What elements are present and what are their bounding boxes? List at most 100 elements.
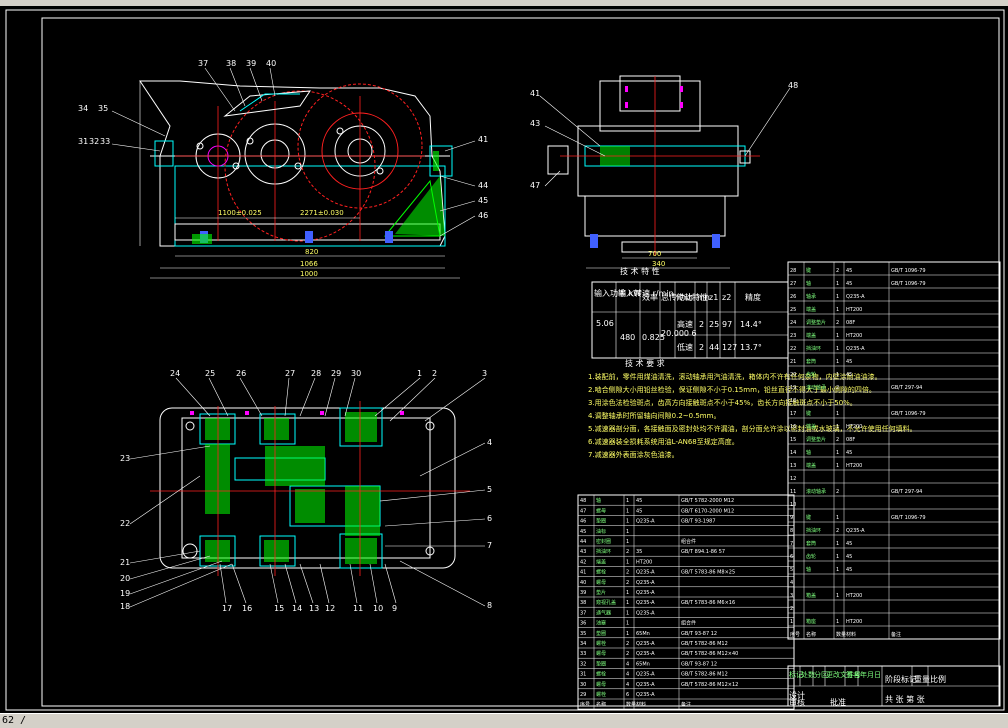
bom-cell: 35	[636, 549, 642, 555]
bom-cell: 端盖	[806, 332, 816, 339]
req-line-6: 6.减速器装全损耗系统用油L-AN68至规定高度。	[588, 437, 739, 446]
bom-cell: GB/T 1096-79	[891, 268, 926, 274]
balloon-43: 43	[530, 119, 540, 128]
bom-cell: 14	[790, 450, 796, 456]
bom-cell: 1	[836, 463, 839, 469]
bom-cell: 45	[580, 529, 586, 535]
bom-cell: 38	[580, 600, 586, 606]
bom-cell: 箱盖	[806, 592, 816, 599]
balloon-10: 10	[373, 604, 383, 613]
bom-cell: 1	[626, 590, 629, 596]
tt-h3: 总传动比	[661, 292, 693, 302]
tt-h6: z1	[709, 293, 718, 302]
bom-cell: 滚动轴承	[806, 488, 826, 495]
svg-text:97: 97	[722, 320, 732, 329]
balloon-45: 45	[478, 196, 488, 205]
command-bar[interactable]: 62 /	[0, 713, 1008, 728]
bom-cell: GB/T 5782-86 M12	[681, 672, 728, 678]
balloon-16: 16	[242, 604, 252, 613]
bom-cell: 齿轮	[806, 371, 816, 378]
balloon-37: 37	[198, 59, 208, 68]
bom-cell: 螺母	[596, 507, 606, 514]
bom-cell: 40	[580, 580, 586, 586]
bom-cell: Q235-A	[636, 580, 655, 586]
balloon-34: 34	[78, 104, 88, 113]
balloon-13: 13	[309, 604, 319, 613]
tt-row-low: 低速 2 44 127 13.7°	[677, 342, 762, 352]
bom-frame	[577, 494, 795, 710]
bom-cell: 18	[790, 398, 796, 404]
bom-cell: 螺栓	[596, 569, 606, 576]
balloon-33: 33	[100, 137, 110, 146]
bom-cell: 滚动轴承	[806, 384, 826, 391]
bom-cell: 17	[790, 411, 796, 417]
bom-header-cell: 数量	[836, 631, 846, 638]
bom-cell: 6	[626, 692, 629, 698]
bom-cell: 1	[626, 529, 629, 535]
bom-cell: 1	[626, 498, 629, 504]
bom-cell: 2	[626, 549, 629, 555]
bom-cell: 12	[790, 476, 796, 482]
balloon-22: 22	[120, 519, 130, 528]
bom-cell: 29	[580, 692, 586, 698]
command-line-text[interactable]: 62 /	[2, 715, 27, 726]
balloon-17: 17	[222, 604, 232, 613]
bom-cell: 4	[626, 682, 629, 688]
bom-cell: 组合件	[681, 620, 696, 627]
tt-h1: 输入转速 r/min	[618, 288, 674, 298]
bom-cell: 43	[580, 549, 586, 555]
bom-cell: 2	[626, 570, 629, 576]
bom-cell: 垫圈	[596, 518, 606, 525]
balloon-20: 20	[120, 574, 130, 583]
bom-cell: 螺母	[596, 579, 606, 586]
bom-cell: 08F	[846, 320, 855, 326]
bom-cell: 1	[626, 621, 629, 627]
tt-row-high: 高速 2 25 97 14.4°	[677, 319, 762, 329]
bom-cell: GB/T 5783-86 M6×16	[681, 600, 735, 606]
svg-text:44: 44	[709, 343, 719, 352]
bom-cell: 15	[790, 437, 796, 443]
tb-design: 设计	[789, 690, 805, 700]
bom-cell: Q235-A	[636, 600, 655, 606]
bom-cell: 1	[836, 372, 839, 378]
bom-cell: 2	[836, 528, 839, 534]
bom-cell: GB/T 5782-2000 M12	[681, 498, 734, 504]
bom-cell: 31	[580, 672, 586, 678]
bom-cell: GB/T 1096-79	[891, 281, 926, 287]
side-dim-2: 340	[652, 260, 665, 268]
bom-cell: 套筒	[806, 358, 816, 365]
bom-cell: 1	[836, 424, 839, 430]
front-dim-1: 1100±0.025	[218, 209, 262, 217]
bom-cell: 19	[790, 385, 796, 391]
balloon-15: 15	[274, 604, 284, 613]
tt-h7: z2	[722, 293, 731, 302]
bom-cell: 1	[626, 559, 629, 565]
bom-cell: 45	[636, 508, 642, 514]
bom-cell: GB/T 93-87 12	[681, 661, 717, 667]
svg-text:13.7°: 13.7°	[740, 343, 762, 352]
bom-cell: 通气器	[596, 609, 611, 616]
bom-cell: 16	[790, 424, 796, 430]
bom-cell: 4	[626, 661, 629, 667]
balloon-9: 9	[392, 604, 397, 613]
bom-cell: 32	[580, 661, 586, 667]
bom-cell: 1	[836, 554, 839, 560]
bom-header-cell: 备注	[891, 631, 901, 638]
cad-drawing[interactable]: 1100±0.025 2271±0.030 820 1066 1000 37 3…	[0, 6, 1008, 713]
balloon-47: 47	[530, 181, 540, 190]
bom-cell: Q235-A	[636, 651, 655, 657]
bom-cell: Q235-A	[846, 294, 865, 300]
bom-cell: GB/T 894.1-86 57	[681, 549, 725, 555]
bom-cell: 垫圈	[596, 630, 606, 637]
tb-label-4: 签名	[846, 670, 860, 679]
bom-cell: 轴承	[806, 293, 816, 300]
tt-speed: 480	[620, 333, 635, 342]
drawing-canvas[interactable]: 1100±0.025 2271±0.030 820 1066 1000 37 3…	[0, 6, 1008, 713]
balloon-39: 39	[246, 59, 256, 68]
bom-cell: 45	[846, 554, 852, 560]
bom-cell: 齿轮	[806, 553, 816, 560]
front-dim-w2: 1066	[300, 260, 318, 268]
bom-cell: 35	[580, 631, 586, 637]
bom-cell: 端盖	[806, 462, 816, 469]
